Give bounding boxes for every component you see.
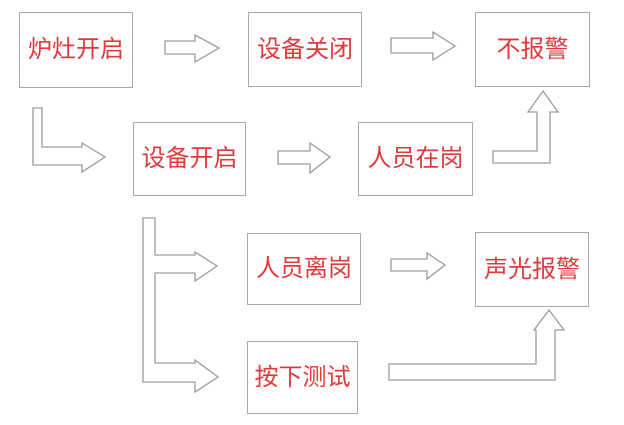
node-sound-light-alarm-label: 声光报警	[484, 256, 580, 283]
arrow-device-on-branches-icon	[142, 217, 220, 394]
node-no-alarm-label: 不报警	[496, 36, 569, 63]
arrow-stove-on-to-device-off-icon	[164, 33, 221, 64]
node-device-on-label: 设备开启	[141, 146, 238, 172]
node-person-on-duty-label: 人员在岗	[367, 146, 464, 172]
node-device-off: 设备关闭	[248, 12, 362, 87]
node-stove-on-label: 炉灶开启	[28, 37, 124, 63]
node-no-alarm: 不报警	[475, 12, 590, 87]
arrow-person-away-to-sound-light-alarm-icon	[390, 251, 447, 281]
arrow-person-on-duty-to-no-alarm-icon	[492, 89, 560, 164]
arrow-stove-on-to-device-on-icon	[32, 107, 107, 174]
arrow-press-test-to-sound-light-alarm-icon	[388, 308, 566, 381]
node-stove-on: 炉灶开启	[19, 12, 133, 88]
node-person-away: 人员离岗	[247, 233, 361, 305]
node-sound-light-alarm: 声光报警	[475, 232, 589, 307]
arrow-device-on-to-person-on-duty-icon	[277, 141, 332, 175]
node-device-off-label: 设备关闭	[257, 36, 353, 63]
node-press-test: 按下测试	[247, 341, 358, 414]
node-press-test-label: 按下测试	[254, 364, 351, 391]
arrow-device-off-to-no-alarm-icon	[390, 30, 457, 62]
node-person-on-duty: 人员在岗	[358, 122, 473, 196]
node-person-away-label: 人员离岗	[256, 256, 352, 282]
node-device-on: 设备开启	[133, 122, 246, 196]
